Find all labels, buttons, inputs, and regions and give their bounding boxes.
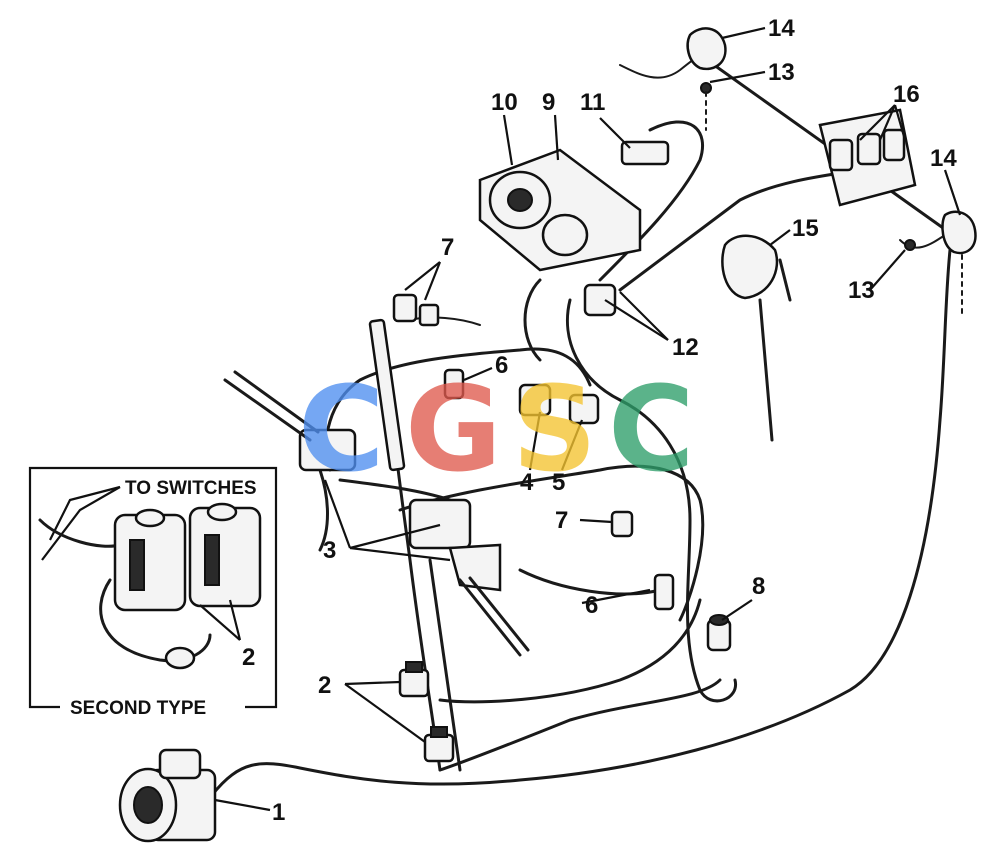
wiper-motor-center [408,498,530,657]
inset-valve-left [113,513,187,612]
light-14-upper [686,27,727,71]
callout-8: 8 [752,573,765,600]
callout-12: 12 [672,334,699,361]
wiper-blade-left [368,318,406,472]
control-valve-5 [568,393,600,425]
inset-valve-right [188,506,262,608]
callout-13-lower: 13 [848,277,875,304]
callout-6-upper: 6 [495,352,508,379]
callout-5: 5 [552,469,565,496]
callout-7-lower: 7 [555,507,568,534]
control-valve-4 [518,383,552,417]
callout-11: 11 [580,89,605,116]
logo-letter-c1: C [298,360,385,498]
callout-numbers: 1 2 3 4 5 6 6 7 7 8 9 10 11 12 13 13 14 … [272,15,957,826]
callout-15: 15 [792,215,819,242]
switch-11 [620,140,670,166]
callout-16: 16 [893,81,920,108]
wiper-motor-15 [721,234,792,442]
callout-7-upper: 7 [441,234,454,261]
wiper-motor-left [223,370,357,472]
callout-2: 2 [318,672,331,699]
fitting-6-lower [653,573,675,611]
cgsc-watermark-logo: C G S C [298,360,695,498]
callout-3: 3 [323,537,336,564]
light-14-right [941,210,977,316]
air-valve-upper [398,661,430,698]
drain-valve-8 [706,614,732,652]
callout-14-right: 14 [930,145,957,172]
callout-9: 9 [542,89,555,116]
tee-7-upper [392,293,440,327]
inset-second-type: SECOND TYPE TO SWITCHES 2 [28,466,278,719]
logo-letter-s: S [512,360,597,498]
compressor [118,748,217,843]
callout-1: 1 [272,799,285,826]
to-switches-label: TO SWITCHES [125,478,257,499]
leader-lines [214,26,962,812]
junction-12 [583,283,617,317]
logo-letter-g: G [405,360,502,498]
tee-7-lower [610,510,634,538]
inset-title-second-type: SECOND TYPE [70,698,206,719]
air-valve-lower [423,726,455,763]
callout-10: 10 [491,89,518,116]
valve-cluster-16 [818,108,917,207]
callout-6-lower: 6 [585,592,598,619]
callout-14-upper: 14 [768,15,795,42]
logo-letter-c2: C [608,360,695,498]
callout-4: 4 [520,469,534,496]
clip-13-upper [700,82,712,131]
motor-housing-9-10 [478,148,642,272]
callout-13-upper: 13 [768,59,795,86]
air-lines [210,53,962,797]
clip-13-lower [904,239,916,251]
fitting-6-upper [443,368,465,400]
inset-callout-2: 2 [242,644,255,671]
